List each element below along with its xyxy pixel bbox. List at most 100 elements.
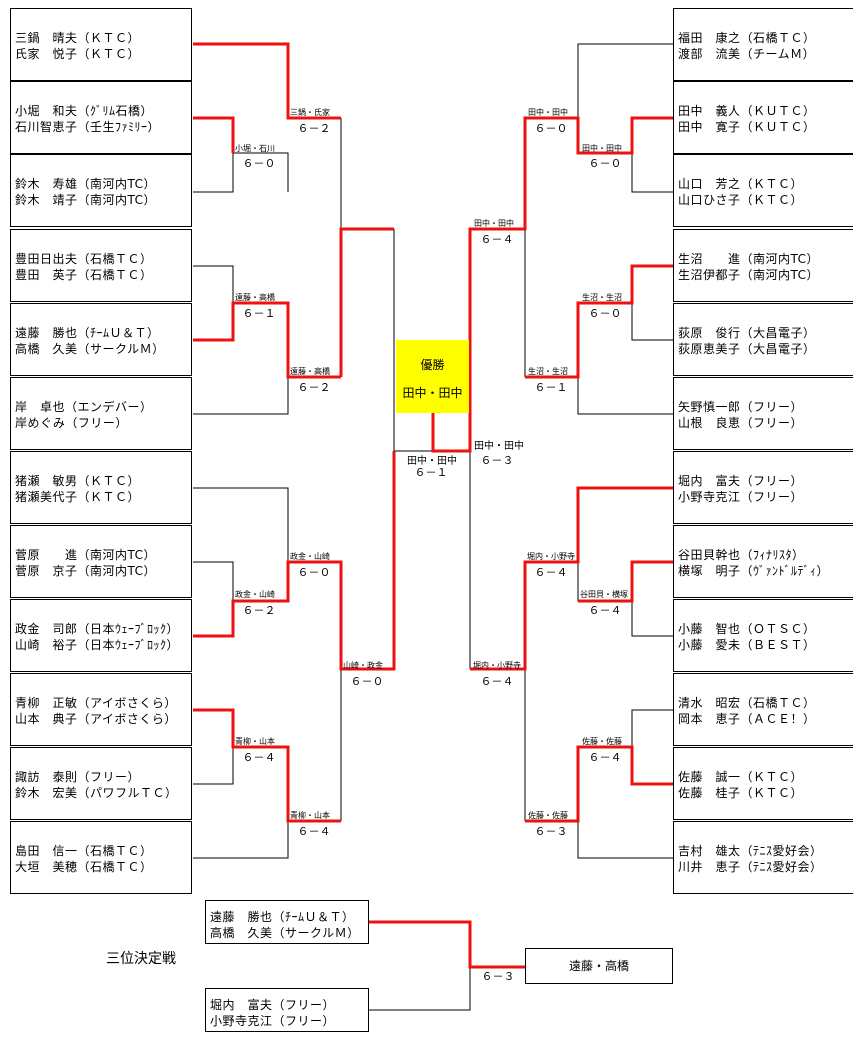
right-entry-9: 小藤 智也（ＯＴＳＣ） 小藤 愛未（ＢＥＳＴ） — [673, 599, 853, 672]
player-name: 田中 寛子（ＫＵＴＣ） — [678, 120, 816, 134]
player-name: 小堀 和夫（ｸﾞﾘﾑ石橋） — [15, 104, 154, 118]
player-name: 渡部 流美（チームＭ） — [678, 47, 816, 61]
left-entry-7: 猪瀬 敏男（ＫＴＣ） 猪瀬美代子（ＫＴＣ） — [10, 451, 192, 524]
third-place-entry-1: 遠藤 勝也（ﾁｰﾑＵ＆Ｔ） 高橋 久美（サークルＭ） — [205, 900, 369, 944]
match-score: ６－０ — [242, 157, 276, 170]
player-name: 諏訪 泰則（フリー） — [15, 770, 141, 784]
player-name: 堀内 富夫（フリー） — [210, 998, 336, 1012]
player-name: 遠藤 勝也（ﾁｰﾑＵ＆Ｔ） — [210, 910, 355, 924]
match-winner-label: 小堀・石川 — [235, 144, 275, 153]
match-score: ６－１ — [242, 307, 276, 320]
player-name: 猪瀬美代子（ＫＴＣ） — [15, 490, 141, 504]
player-name: 菅原 京子（南河内TC） — [15, 564, 157, 578]
player-name: 堀内 富夫（フリー） — [678, 474, 804, 488]
player-name: 清水 昭宏（石橋ＴＣ） — [678, 696, 816, 710]
player-name: 大垣 美穂（石橋ＴＣ） — [15, 860, 153, 874]
match-score: ６－０ — [588, 157, 622, 170]
left-entry-2: 小堀 和夫（ｸﾞﾘﾑ石橋） 石川智恵子（壬生ﾌｧﾐﾘｰ） — [10, 81, 192, 154]
match-score: ６－４ — [480, 675, 514, 688]
player-name: 福田 康之（石橋ＴＣ） — [678, 31, 816, 45]
match-score: ６－２ — [297, 122, 331, 135]
player-name: 山口 芳之（ＫＴＣ） — [678, 177, 804, 191]
bracket-win-lines — [193, 42, 673, 969]
player-name: 青柳 正敏（アイボさくら） — [15, 696, 177, 710]
right-entry-4: 生沼 進（南河内TC） 生沼伊都子（南河内TC） — [673, 229, 853, 302]
match-score: ６－０ — [588, 307, 622, 320]
player-name: 小藤 愛未（ＢＥＳＴ） — [678, 638, 816, 652]
player-name: 鈴木 宏美（パワフルＴＣ） — [15, 786, 178, 800]
right-entry-6: 矢野慎一郎（フリー） 山根 良恵（フリー） — [673, 377, 853, 450]
player-name: 山口ひさ子（ＫＴＣ） — [678, 193, 804, 207]
match-winner-label: 田中・田中 — [474, 441, 524, 452]
right-entry-7: 堀内 富夫（フリー） 小野寺克江（フリー） — [673, 451, 853, 524]
right-entry-10: 清水 昭宏（石橋ＴＣ） 岡本 恵子（ＡＣＥ！） — [673, 673, 853, 746]
player-name: 石川智恵子（壬生ﾌｧﾐﾘｰ） — [15, 120, 161, 134]
right-entry-8: 谷田貝幹也（ﾌｨﾅﾘｽﾀ） 横塚 明子（ｳﾞｧﾝﾄﾞﾙﾃﾞｨ） — [673, 525, 853, 598]
player-name: 政金 司郎（日本ｳｪｰﾌﾞﾛｯｸ） — [15, 622, 180, 636]
player-name: 鈴木 寿雄（南河内TC） — [15, 177, 157, 191]
match-winner-label: 堀内・小野寺 — [527, 552, 575, 561]
match-score: ６－１ — [414, 466, 448, 479]
match-score: ６－３ — [480, 454, 514, 467]
left-entry-11: 諏訪 泰則（フリー） 鈴木 宏美（パワフルＴＣ） — [10, 747, 192, 820]
match-winner-label: 青柳・山本 — [290, 811, 330, 820]
right-entry-3: 山口 芳之（ＫＴＣ） 山口ひさ子（ＫＴＣ） — [673, 154, 853, 227]
player-name: 岡本 恵子（ＡＣＥ！） — [678, 712, 816, 726]
player-name: 小野寺克江（フリー） — [210, 1014, 336, 1028]
right-entry-12: 吉村 雄太（ﾃﾆｽ愛好会） 川井 恵子（ﾃﾆｽ愛好会） — [673, 821, 853, 894]
left-entry-12: 島田 信一（石橋ＴＣ） 大垣 美穂（石橋ＴＣ） — [10, 821, 192, 894]
player-name: 山崎 裕子（日本ｳｪｰﾌﾞﾛｯｸ） — [15, 638, 180, 652]
champion-name: 田中・田中 — [402, 386, 463, 400]
player-name: 谷田貝幹也（ﾌｨﾅﾘｽﾀ） — [678, 548, 805, 562]
right-entry-1: 福田 康之（石橋ＴＣ） 渡部 流美（チームＭ） — [673, 8, 853, 81]
right-entry-2: 田中 義人（ＫＵＴＣ） 田中 寛子（ＫＵＴＣ） — [673, 81, 853, 154]
match-winner-label: 山崎・政金 — [343, 661, 383, 670]
third-place-score: ６－３ — [481, 970, 515, 983]
player-name: 荻原 俊行（大昌電子） — [678, 326, 816, 340]
match-score: ６－４ — [588, 751, 622, 764]
match-score: ６－４ — [297, 825, 331, 838]
player-name: 高橋 久美（サークルＭ） — [15, 342, 165, 356]
match-score: ６－０ — [350, 675, 384, 688]
match-winner-label: 生沼・生沼 — [582, 293, 622, 302]
left-entry-6: 岸 卓也（エンデバー） 岸めぐみ（フリー） — [10, 377, 192, 450]
match-score: ６－２ — [242, 604, 276, 617]
match-winner-label: 三鍋・氏家 — [290, 108, 330, 117]
champion-title: 優勝 — [420, 358, 445, 372]
left-entry-4: 豊田日出夫（石橋ＴＣ） 豊田 英子（石橋ＴＣ） — [10, 229, 192, 302]
player-name: 田中 義人（ＫＵＴＣ） — [678, 104, 816, 118]
player-name: 吉村 雄太（ﾃﾆｽ愛好会） — [678, 844, 823, 858]
left-entry-5: 遠藤 勝也（ﾁｰﾑＵ＆Ｔ） 高橋 久美（サークルＭ） — [10, 303, 192, 376]
left-entry-8: 菅原 進（南河内TC） 菅原 京子（南河内TC） — [10, 525, 192, 598]
player-name: 島田 信一（石橋ＴＣ） — [15, 844, 153, 858]
match-score: ６－３ — [534, 825, 568, 838]
player-name: 小藤 智也（ＯＴＳＣ） — [678, 622, 816, 636]
left-entry-9: 政金 司郎（日本ｳｪｰﾌﾞﾛｯｸ） 山崎 裕子（日本ｳｪｰﾌﾞﾛｯｸ） — [10, 599, 192, 672]
bracket-black-lines — [193, 43, 673, 1011]
match-winner-label: 遠藤・高橋 — [235, 293, 275, 302]
player-name: 小野寺克江（フリー） — [678, 490, 804, 504]
match-winner-label: 田中・田中 — [474, 219, 514, 228]
player-name: 豊田日出夫（石橋ＴＣ） — [15, 252, 153, 266]
player-name: 生沼伊都子（南河内TC） — [678, 268, 820, 282]
player-name: 猪瀬 敏男（ＫＴＣ） — [15, 474, 141, 488]
match-score: ６－０ — [534, 122, 568, 135]
match-score: ６－４ — [480, 233, 514, 246]
match-winner-label: 田中・田中 — [528, 108, 568, 117]
player-name: 荻原恵美子（大昌電子） — [678, 342, 816, 356]
third-place-entry-2: 堀内 富夫（フリー） 小野寺克江（フリー） — [205, 988, 369, 1032]
player-name: 佐藤 桂子（ＫＴＣ） — [678, 786, 804, 800]
left-entry-3: 鈴木 寿雄（南河内TC） 鈴木 靖子（南河内TC） — [10, 154, 192, 227]
match-winner-label: 佐藤・佐藤 — [582, 737, 622, 746]
third-place-winner: 遠藤・高橋 — [525, 948, 673, 984]
player-name: 佐藤 誠一（ＫＴＣ） — [678, 770, 804, 784]
match-winner-label: 堀内・小野寺 — [473, 661, 521, 670]
third-place-title: 三位決定戦 — [106, 951, 176, 967]
player-name: 高橋 久美（サークルＭ） — [210, 926, 360, 940]
match-winner-label: 政金・山崎 — [290, 552, 330, 561]
right-entry-5: 荻原 俊行（大昌電子） 荻原恵美子（大昌電子） — [673, 303, 853, 376]
match-score: ６－２ — [297, 381, 331, 394]
match-score: ６－４ — [588, 604, 622, 617]
match-score: ６－０ — [297, 566, 331, 579]
